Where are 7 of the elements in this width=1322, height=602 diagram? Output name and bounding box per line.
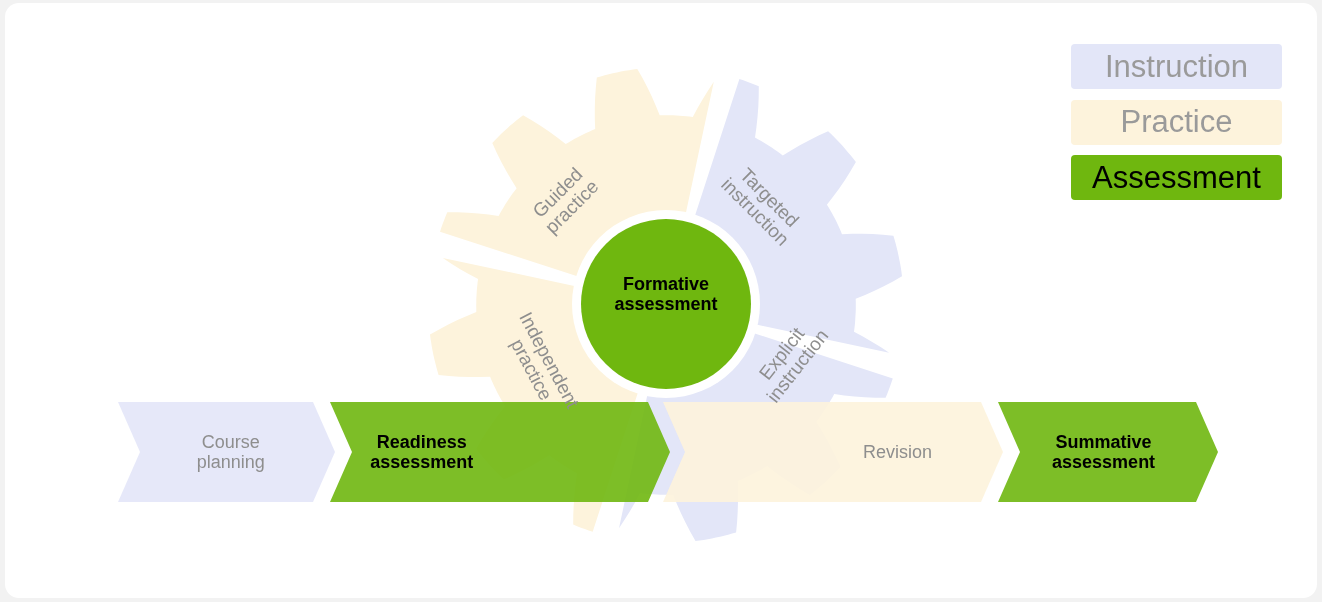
legend-swatch: Assessment <box>1071 155 1282 200</box>
step-label: Course planning <box>195 432 266 472</box>
step-label: Revision <box>862 442 934 462</box>
legend-swatch: Instruction <box>1071 44 1282 89</box>
legend-swatch: Practice <box>1071 99 1282 145</box>
step-label: Readiness assessment <box>369 432 475 472</box>
step-label: Summative assessment <box>1051 432 1157 472</box>
